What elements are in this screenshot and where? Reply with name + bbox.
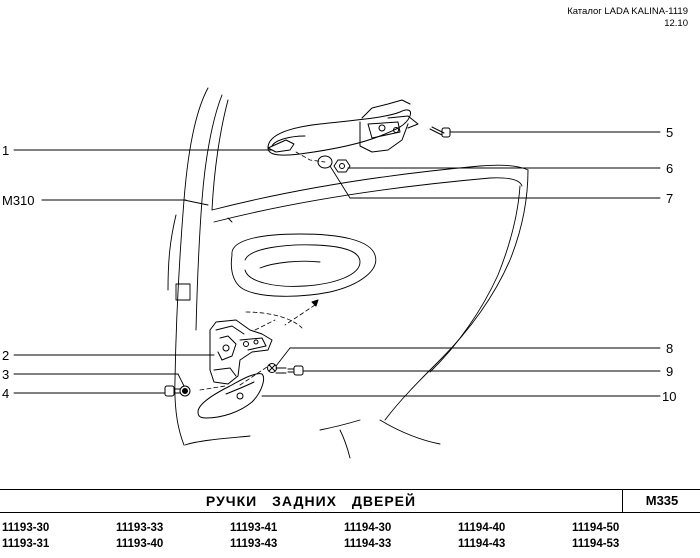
callout-9: 9 — [666, 364, 673, 379]
model-code: 11193-33 — [116, 522, 164, 534]
section-code: М335 — [645, 493, 679, 508]
model-code: 11194-53 — [572, 538, 620, 550]
callout-1: 1 — [2, 143, 9, 158]
model-code: 11194-50 — [572, 522, 620, 534]
model-code: 11194-30 — [344, 522, 392, 534]
title-divider — [622, 490, 623, 512]
callout-7: 7 — [666, 191, 673, 206]
model-code: 11193-30 — [2, 522, 50, 534]
screw-5 — [429, 126, 451, 138]
callout-8: 8 — [666, 341, 673, 356]
arrow-head — [311, 299, 319, 307]
exterior-handle — [267, 99, 419, 156]
screw-4 — [164, 385, 181, 397]
callout-10: 10 — [662, 389, 676, 404]
assembly-lines — [199, 151, 326, 391]
washer-3 — [179, 385, 191, 397]
model-list: 11193-30 11193-31 11193-33 11193-40 1119… — [0, 520, 700, 556]
model-code: 11194-40 — [458, 522, 506, 534]
model-code: 11193-40 — [116, 538, 164, 550]
callout-5: 5 — [666, 125, 673, 140]
callout-6: 6 — [666, 161, 673, 176]
section-title: РУЧКИ ЗАДНИХ ДВЕРЕЙ — [205, 493, 417, 509]
model-code: 11193-31 — [2, 538, 50, 550]
title-block: РУЧКИ ЗАДНИХ ДВЕРЕЙ М335 — [0, 489, 700, 513]
callout-2: 2 — [2, 348, 9, 363]
callout-4: 4 — [2, 386, 9, 401]
catalog-title: Каталог LADA KALINA-1119 — [567, 6, 688, 17]
leader-lines — [13, 131, 661, 397]
model-code: 11193-43 — [230, 538, 278, 550]
model-code: 11193-41 — [230, 522, 278, 534]
catalog-header: Каталог LADA KALINA-1119 12.10 — [567, 6, 688, 30]
screw-9 — [275, 365, 304, 376]
door-body-outline — [167, 87, 529, 459]
callout-3: 3 — [2, 367, 9, 382]
model-code: 11194-43 — [458, 538, 506, 550]
inner-handle-grip — [197, 373, 265, 419]
catalog-date: 12.10 — [664, 18, 688, 29]
inner-handle-mechanism — [209, 319, 273, 385]
washer-8 — [267, 363, 277, 373]
nut-6 — [333, 159, 351, 173]
callout-m310: М310 — [2, 193, 35, 208]
model-code: 11194-33 — [344, 538, 392, 550]
door-handle-diagram: 1 М310 2 3 4 5 6 7 8 9 10 — [2, 87, 676, 459]
washer-7 — [317, 155, 333, 169]
